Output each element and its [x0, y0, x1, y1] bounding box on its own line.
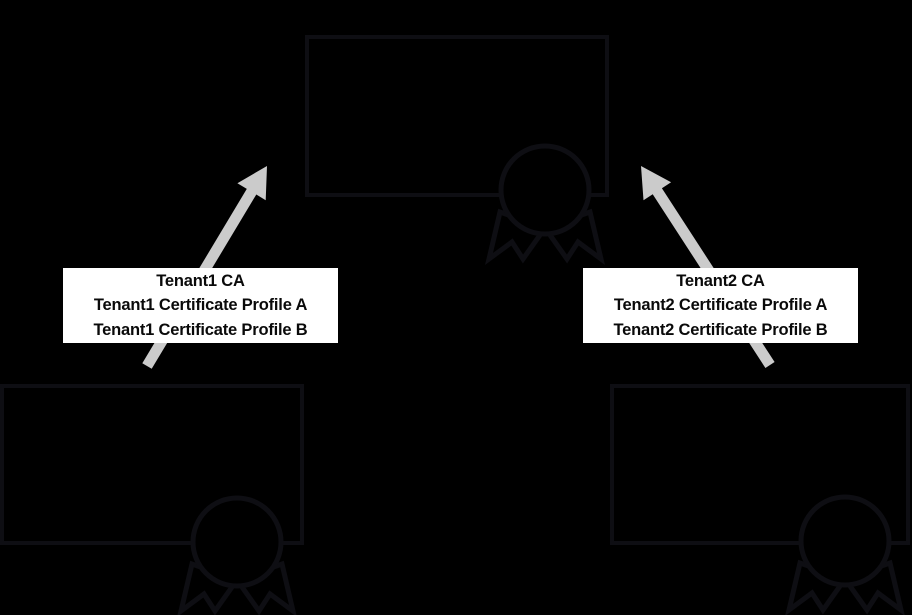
- tenant2-profile-a-line: Tenant2 Certificate Profile A: [613, 296, 828, 315]
- tenant2-label: Tenant2 CA Tenant2 Certificate Profile A…: [583, 268, 858, 343]
- tenant1-profile-b-line: Tenant1 Certificate Profile B: [93, 320, 308, 339]
- tenant1-ca-line: Tenant1 CA: [156, 271, 245, 290]
- tenant1-profile-a-line: Tenant1 Certificate Profile A: [93, 296, 308, 315]
- tenant2-ca-line: Tenant2 CA: [676, 271, 765, 290]
- tenant2-profile-b-line: Tenant2 Certificate Profile B: [613, 320, 828, 339]
- tenant1-label: Tenant1 CA Tenant1 Certificate Profile A…: [63, 268, 338, 343]
